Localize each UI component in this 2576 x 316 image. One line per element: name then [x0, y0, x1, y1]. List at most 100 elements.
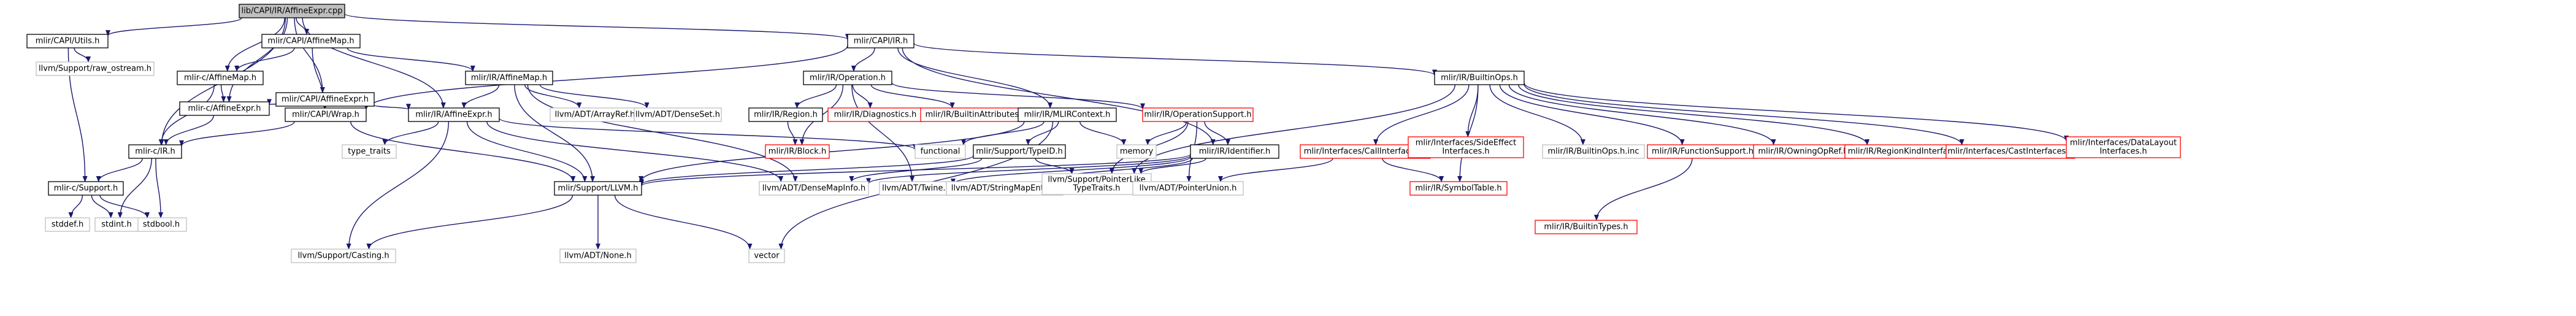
- edge-n18-to-n39: [638, 121, 1025, 182]
- include-node[interactable]: mlir/IR/Region.h: [748, 107, 823, 122]
- node-label: mlir-c/AffineMap.h: [184, 74, 256, 83]
- edge-n9-to-n31: [1518, 84, 1870, 145]
- include-node: llvm/ADT/DenseSet.h: [634, 107, 722, 122]
- edge-n9-to-n27: [1465, 84, 1479, 137]
- include-node: llvm/ADT/PointerUnion.h: [1132, 181, 1244, 196]
- include-node[interactable]: mlir/IR/BuiltinAttributes.h: [920, 107, 1032, 122]
- include-node[interactable]: mlir/Support/LLVM.h: [554, 181, 642, 196]
- edge-n39-to-n47: [366, 195, 573, 250]
- include-node[interactable]: mlir/CAPI/AffineMap.h: [261, 34, 361, 48]
- include-node: memory: [1116, 144, 1157, 159]
- node-label: mlir/IR/FunctionSupport.h: [1652, 147, 1754, 156]
- include-node: llvm/Support/Casting.h: [291, 249, 396, 263]
- edge-n18-to-n23: [1025, 121, 1059, 145]
- edge-n9-to-n43: [1132, 84, 1456, 174]
- include-node[interactable]: mlir/IR/Block.h: [765, 144, 830, 159]
- include-node[interactable]: mlir/IR/AffineExpr.h: [408, 107, 500, 122]
- edge-n8-to-n15: [794, 84, 837, 109]
- edge-n35-to-n37: [91, 195, 113, 218]
- include-node[interactable]: mlir/IR/OperationSupport.h: [1142, 107, 1254, 122]
- include-node[interactable]: mlir/IR/BuiltinOps.h: [1434, 71, 1525, 85]
- node-box: [759, 181, 869, 196]
- node-label: mlir/Support/TypeID.h: [976, 147, 1062, 156]
- include-node[interactable]: mlir/Support/TypeID.h: [973, 144, 1066, 159]
- include-node[interactable]: mlir/CAPI/AffineExpr.h: [275, 92, 375, 107]
- node-label: Interfaces.h: [1442, 147, 1489, 156]
- node-box: [1018, 107, 1117, 122]
- node-box: [408, 107, 500, 122]
- node-label: stdint.h: [101, 220, 131, 229]
- node-label: llvm/ADT/None.h: [564, 252, 631, 261]
- include-node[interactable]: mlir-c/AffineMap.h: [177, 71, 264, 85]
- include-node[interactable]: mlir/IR/Operation.h: [803, 71, 892, 85]
- root-file-node[interactable]: lib/CAPI/IR/AffineExpr.cpp: [239, 4, 345, 18]
- edge-n11-to-n20: [179, 121, 295, 147]
- node-box: [465, 71, 553, 85]
- include-node[interactable]: mlir/IR/BuiltinTypes.h: [1535, 220, 1638, 234]
- node-label: mlir/IR/Region.h: [754, 110, 818, 120]
- include-node: llvm/ADT/Twine.h: [879, 181, 954, 196]
- include-node: llvm/Support/raw_ostream.h: [36, 61, 155, 76]
- node-box: [559, 249, 637, 263]
- include-node[interactable]: mlir/IR/MLIRContext.h: [1018, 107, 1117, 122]
- include-node[interactable]: mlir/IR/RegionKindInterface.h: [1844, 144, 1968, 159]
- edge-n9-to-n29: [1499, 84, 1685, 145]
- edge-n7-to-n40: [527, 84, 798, 182]
- include-node[interactable]: mlir/IR/Identifier.h: [1190, 144, 1279, 159]
- edge-n18-to-n22: [961, 121, 1045, 145]
- node-box: [765, 144, 830, 159]
- edge-n3-to-n25: [902, 47, 1216, 145]
- edge-n9-to-n45: [1457, 84, 1479, 182]
- include-node[interactable]: mlir/IR/FunctionSupport.h: [1647, 144, 1758, 159]
- edge-n12-to-n34: [382, 121, 439, 145]
- node-label: llvm/ADT/PointerUnion.h: [1140, 184, 1237, 193]
- node-box: [275, 92, 375, 107]
- edge-n9-to-n33: [1524, 82, 2069, 142]
- node-label: llvm/ADT/StringMapEntry.h: [951, 184, 1059, 193]
- node-box: [803, 71, 892, 85]
- node-box: [748, 107, 823, 122]
- edge-n20-to-n35: [96, 158, 143, 182]
- node-label: mlir/IR/BuiltinOps.h: [1441, 74, 1518, 83]
- edge-n23-to-n39: [639, 155, 974, 185]
- node-box: [2066, 136, 2181, 158]
- edge-n0-to-n1: [105, 17, 242, 37]
- include-node[interactable]: mlir/IR/SymbolTable.h: [1409, 181, 1508, 196]
- include-node[interactable]: mlir-c/IR.h: [128, 144, 182, 159]
- edge-n26-to-n45: [1382, 158, 1444, 182]
- node-label: mlir/Interfaces/CastInterfaces.h: [1947, 147, 2073, 156]
- node-label: mlir/IR/AffineExpr.h: [415, 110, 492, 120]
- include-node[interactable]: mlir/IR/Diagnostics.h: [827, 107, 923, 122]
- include-node[interactable]: mlir/Interfaces/CallInterfaces.h: [1300, 144, 1431, 159]
- edge-n7-to-n12: [461, 84, 500, 109]
- include-node[interactable]: mlir/IR/OwningOpRef.h: [1753, 144, 1853, 159]
- edge-n8-to-n41: [851, 84, 915, 182]
- edge-n39-to-n49: [614, 195, 753, 250]
- node-label: mlir/IR/RegionKindInterface.h: [1848, 147, 1965, 156]
- node-label: llvm/ADT/DenseMapInfo.h: [762, 184, 865, 193]
- node-box: [1132, 181, 1244, 196]
- node-box: [128, 144, 182, 159]
- include-node[interactable]: mlir-c/AffineExpr.h: [179, 101, 270, 116]
- node-box: [973, 144, 1066, 159]
- include-node[interactable]: mlir-c/Support.h: [48, 181, 124, 196]
- include-node[interactable]: mlir/CAPI/Wrap.h: [285, 107, 367, 122]
- node-label: functional: [921, 147, 960, 156]
- node-label: mlir-c/IR.h: [135, 147, 175, 156]
- include-node: stdbool.h: [136, 217, 187, 232]
- include-node[interactable]: mlir/CAPI/Utils.h: [26, 34, 109, 48]
- include-node[interactable]: mlir/CAPI/IR.h: [847, 34, 914, 48]
- node-label: mlir/CAPI/IR.h: [854, 37, 908, 46]
- include-node: llvm/ADT/None.h: [559, 249, 637, 263]
- node-label: TypeTraits.h: [1072, 184, 1120, 193]
- include-node[interactable]: mlir/Interfaces/CastInterfaces.h: [1945, 144, 2076, 159]
- include-node[interactable]: mlir/IR/AffineMap.h: [465, 71, 553, 85]
- node-box: [1116, 144, 1157, 159]
- node-label: mlir-c/Support.h: [54, 184, 118, 193]
- node-label: mlir/IR/MLIRContext.h: [1024, 110, 1111, 120]
- edge-n20-to-n37: [117, 158, 152, 218]
- node-layer: lib/CAPI/IR/AffineExpr.cpp mlir/CAPI/Util…: [26, 4, 2181, 263]
